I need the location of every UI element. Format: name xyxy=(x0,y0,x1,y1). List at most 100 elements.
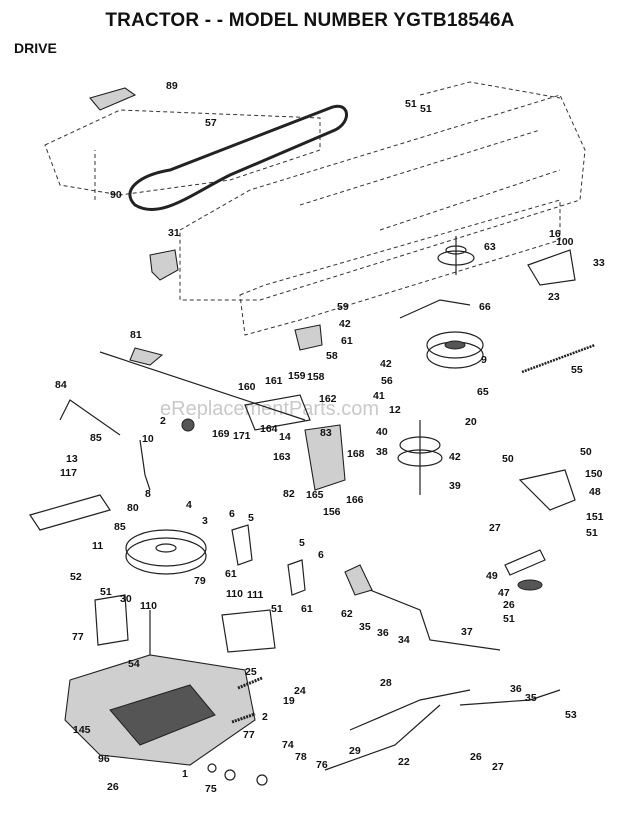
callout-label: 79 xyxy=(194,575,206,587)
callout-label: 51 xyxy=(405,98,417,110)
callout-label: 65 xyxy=(477,386,489,398)
callout-label: 28 xyxy=(380,677,392,689)
callout-label: 12 xyxy=(389,404,401,416)
callout-label: 163 xyxy=(273,451,291,463)
callout-label: 13 xyxy=(66,453,78,465)
callout-label: 52 xyxy=(70,571,82,583)
callout-label: 9 xyxy=(481,354,487,366)
callout-label: 4 xyxy=(186,499,192,511)
callout-label: 51 xyxy=(503,613,515,625)
callout-label: 63 xyxy=(484,241,496,253)
part-48-bracket xyxy=(518,469,576,511)
callout-label: 111 xyxy=(247,589,264,601)
callout-label: 24 xyxy=(294,685,306,697)
callout-label: 77 xyxy=(243,729,255,741)
callout-label: 51 xyxy=(271,603,283,615)
callout-label: 85 xyxy=(90,432,102,444)
callout-label: 57 xyxy=(205,117,217,129)
callout-label: 49 xyxy=(486,570,498,582)
part-25-spring xyxy=(237,676,263,690)
part-2-spring xyxy=(231,712,256,724)
callout-label: 89 xyxy=(166,80,178,92)
part-28-rod xyxy=(349,689,471,731)
part-58-bracket xyxy=(294,324,323,351)
part-63-pulley xyxy=(437,236,475,275)
callout-label: 162 xyxy=(319,393,337,405)
part-31-shield xyxy=(149,249,179,281)
callout-label: 40 xyxy=(376,426,388,438)
callout-label: 82 xyxy=(283,488,295,500)
callout-label: 100 xyxy=(556,236,574,248)
part-1-transmission xyxy=(64,610,256,766)
callout-labels: 89 57 51 51 90 31 63 16 100 33 23 59 66 … xyxy=(55,80,605,795)
part-8-rod xyxy=(139,439,151,491)
part-66-rod xyxy=(399,299,471,319)
callout-label: 5 xyxy=(299,537,305,549)
callout-label: 38 xyxy=(376,446,388,458)
callout-label: 164 xyxy=(260,423,278,435)
callout-label: 19 xyxy=(283,695,295,707)
part-37-rod xyxy=(369,589,501,651)
callout-label: 42 xyxy=(449,451,461,463)
part-57-belt xyxy=(128,104,348,211)
callout-label: 58 xyxy=(326,350,338,362)
callout-label: 36 xyxy=(510,683,522,695)
callout-label: 81 xyxy=(130,329,142,341)
callout-label: 96 xyxy=(98,753,110,765)
callout-label: 165 xyxy=(306,489,324,501)
callout-label: 51 xyxy=(586,527,598,539)
callout-label: 26 xyxy=(503,599,515,611)
callout-label: 75 xyxy=(205,783,217,795)
callout-label: 85 xyxy=(114,521,126,533)
callout-label: 22 xyxy=(398,756,410,768)
callout-label: 83 xyxy=(320,427,332,439)
part-80-plate xyxy=(29,494,111,531)
callout-label: 74 xyxy=(282,739,294,751)
part-22-rod xyxy=(324,704,441,771)
callout-label: 80 xyxy=(127,502,139,514)
tractor-frame xyxy=(44,81,586,336)
callout-label: 16 xyxy=(549,228,561,240)
callout-label: 59 xyxy=(337,301,349,313)
callout-label: 42 xyxy=(380,358,392,370)
callout-label: 117 xyxy=(60,467,77,479)
callout-label: 169 xyxy=(212,428,230,440)
callout-label: 1 xyxy=(182,768,188,780)
callout-label: 6 xyxy=(318,549,324,561)
part-38-pulley xyxy=(397,420,443,495)
part-111-bracket xyxy=(221,609,276,653)
callout-label: 61 xyxy=(301,603,313,615)
callout-label: 35 xyxy=(359,621,371,633)
callout-label: 42 xyxy=(339,318,351,330)
callout-label: 110 xyxy=(226,588,243,600)
callout-label: 36 xyxy=(377,627,389,639)
callout-label: 47 xyxy=(498,587,510,599)
callout-label: 2 xyxy=(262,711,268,723)
callout-label: 51 xyxy=(420,103,432,115)
callout-label: 159 xyxy=(288,370,306,382)
callout-label: 30 xyxy=(120,593,132,605)
part-53-rod xyxy=(459,689,561,706)
callout-label: 25 xyxy=(245,666,257,678)
callout-label: 90 xyxy=(110,189,122,201)
part-55-spring xyxy=(521,343,596,374)
part-81-shaft xyxy=(99,347,306,421)
callout-label: 3 xyxy=(202,515,208,527)
callout-label: 2 xyxy=(160,415,166,427)
part-75-washers xyxy=(207,763,268,786)
callout-label: 8 xyxy=(145,488,151,500)
callout-label: 50 xyxy=(580,446,592,458)
callout-label: 26 xyxy=(470,751,482,763)
callout-label: 150 xyxy=(585,468,603,480)
callout-label: 77 xyxy=(72,631,84,643)
callout-label: 26 xyxy=(107,781,119,793)
callout-label: 27 xyxy=(492,761,504,773)
callout-label: 23 xyxy=(548,291,560,303)
callout-label: 53 xyxy=(565,709,577,721)
callout-label: 51 xyxy=(100,586,112,598)
callout-label: 161 xyxy=(265,375,283,387)
callout-label: 151 xyxy=(586,511,604,523)
callout-label: 31 xyxy=(168,227,180,239)
part-9-clutch xyxy=(426,331,484,369)
